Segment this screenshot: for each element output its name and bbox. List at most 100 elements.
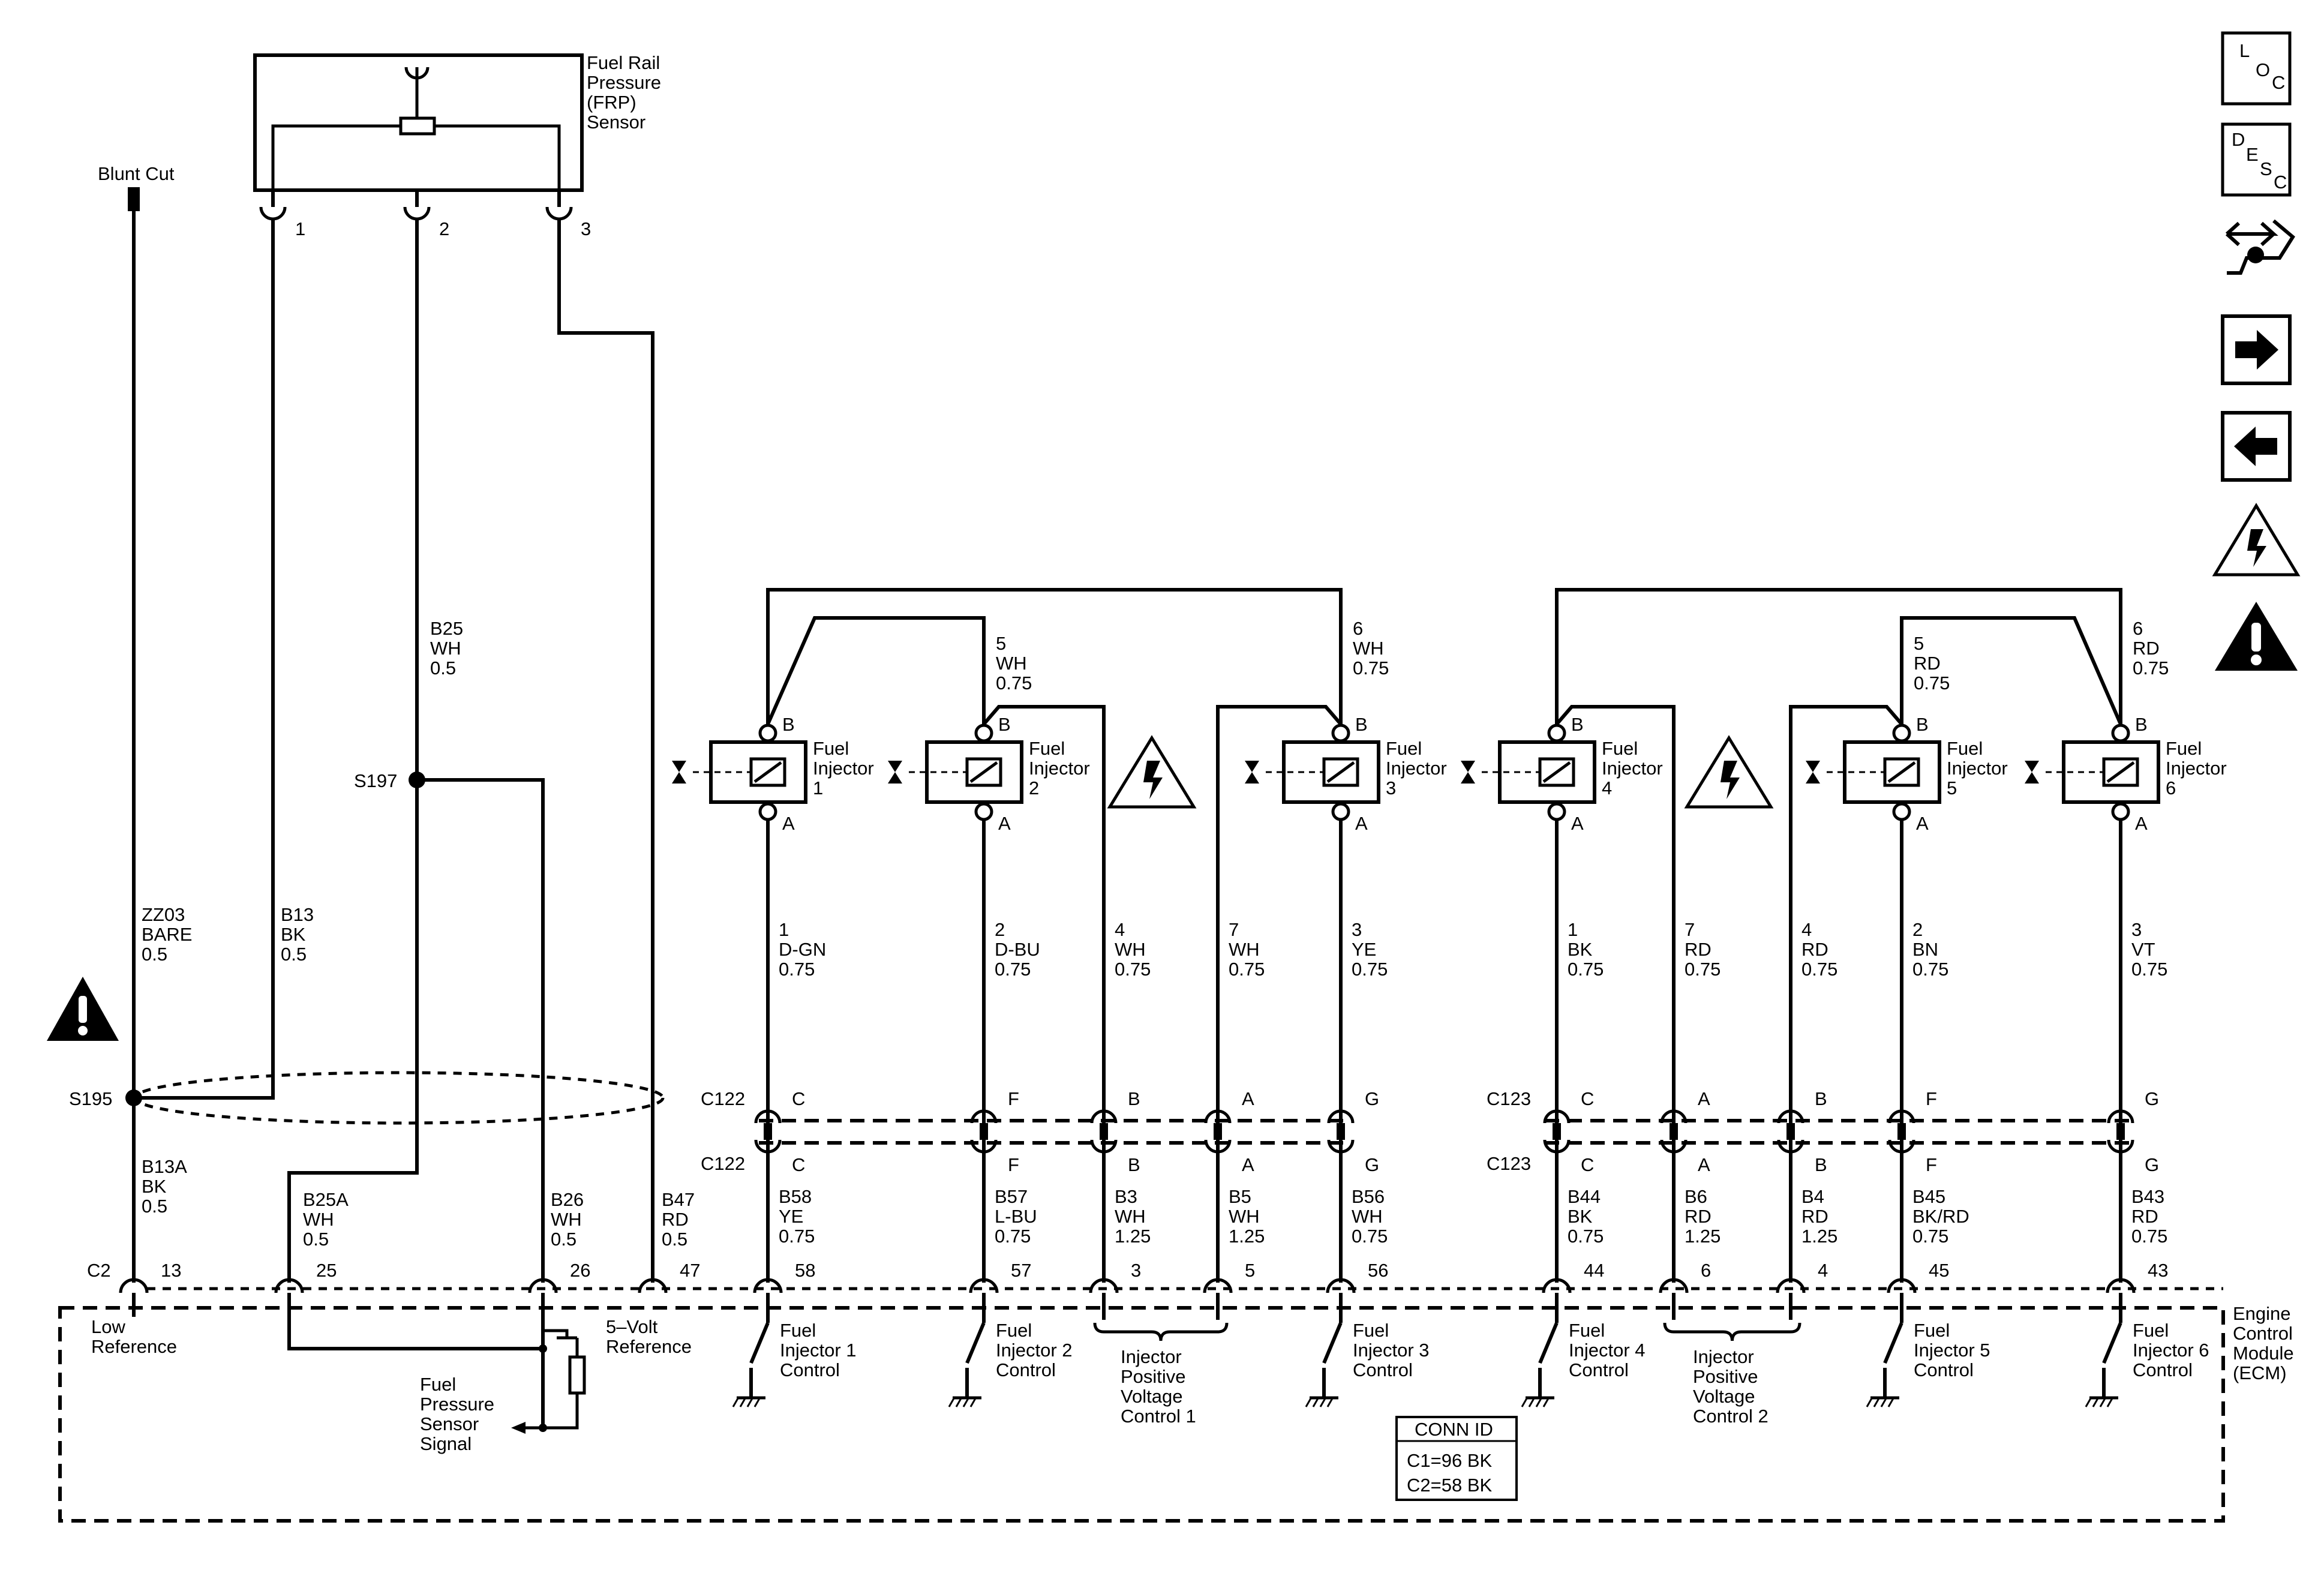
wire-label-line: RD bbox=[1914, 653, 1941, 674]
pin-a-label: A bbox=[1355, 813, 1368, 834]
ecm-pin-number: 4 bbox=[1818, 1260, 1828, 1281]
previous-arrow-icon[interactable] bbox=[2221, 411, 2292, 482]
wire-label-line: YE bbox=[1352, 939, 1376, 960]
svg-text:0.5: 0.5 bbox=[662, 1229, 687, 1250]
pin-b-label: B bbox=[2135, 714, 2148, 735]
frp-sensor-label-2: Pressure bbox=[587, 72, 661, 93]
pin-b-label: B bbox=[782, 714, 795, 735]
wire-label-b26: B26 WH 0.5 bbox=[551, 1189, 584, 1250]
wire-label-line: YE bbox=[779, 1206, 803, 1227]
connector-repair-icon[interactable] bbox=[2225, 219, 2295, 275]
wire-label-line: RD bbox=[1801, 1206, 1828, 1227]
wire-label-b13: B13 BK 0.5 bbox=[281, 904, 314, 965]
ipvc-label: Voltage bbox=[1121, 1386, 1182, 1407]
ecm-pin: 6 bbox=[1659, 1260, 1711, 1308]
conn-id-row-2: C2=58 BK bbox=[1407, 1475, 1493, 1496]
frp-pin-1: 1 bbox=[295, 218, 305, 239]
c122-lower-label: C122 bbox=[701, 1153, 745, 1174]
c123-lower-label: C123 bbox=[1487, 1153, 1531, 1174]
wire-label-line: 6 bbox=[2133, 618, 2143, 639]
wire-label-b25: B25 WH 0.5 bbox=[430, 618, 463, 679]
injector-label: Fuel bbox=[813, 738, 849, 759]
injector-label: Fuel bbox=[1029, 738, 1065, 759]
connector-pin: FF bbox=[1888, 1088, 1937, 1175]
wire-label-line: 1.25 bbox=[1801, 1226, 1837, 1247]
wire-label-line: BK bbox=[1568, 939, 1593, 960]
svg-text:0.5: 0.5 bbox=[551, 1229, 577, 1250]
injector-label: Fuel bbox=[1947, 738, 1983, 759]
ecm-boundary bbox=[58, 1306, 2225, 1523]
wire-label-line: BN bbox=[1912, 939, 1938, 960]
wire-label-line: WH bbox=[1229, 1206, 1260, 1227]
wire-label-line: 0.75 bbox=[1568, 1226, 1604, 1247]
wire-label-line: BK/RD bbox=[1912, 1206, 1969, 1227]
caution-icon[interactable] bbox=[2215, 602, 2298, 671]
wire-label-b25a: B25A WH 0.5 bbox=[303, 1189, 349, 1250]
connector-pin-letter-upper: F bbox=[1926, 1088, 1937, 1109]
ipvc-label: Injector bbox=[1121, 1346, 1182, 1367]
pin-a-label: A bbox=[1571, 813, 1584, 834]
wire-label-line: D-GN bbox=[779, 939, 826, 960]
wire-label-line: 1.25 bbox=[1115, 1226, 1151, 1247]
injector-label: Fuel bbox=[1386, 738, 1422, 759]
high-voltage-warning-icon[interactable] bbox=[2212, 503, 2301, 577]
pin-a-label: A bbox=[1916, 813, 1929, 834]
wire-label-line: BK bbox=[1568, 1206, 1593, 1227]
svg-text:B13: B13 bbox=[281, 904, 314, 925]
wire-label-line: 2 bbox=[1912, 919, 1923, 940]
pin-a-label: A bbox=[782, 813, 795, 834]
svg-text:5–Volt: 5–Volt bbox=[606, 1316, 658, 1337]
svg-text:B47: B47 bbox=[662, 1189, 695, 1210]
connector-pin-letter-lower: A bbox=[1242, 1154, 1254, 1175]
ecm-pin: 25 bbox=[274, 1260, 337, 1308]
wire-label-line: 0.75 bbox=[2131, 1226, 2167, 1247]
svg-text:B25: B25 bbox=[430, 618, 463, 639]
next-arrow-icon[interactable] bbox=[2221, 314, 2292, 385]
loc-icon[interactable]: L O C bbox=[2221, 31, 2292, 106]
connector-pin: GG bbox=[2107, 1088, 2159, 1175]
wire-label-line: 1.25 bbox=[1229, 1226, 1265, 1247]
five-volt-reference-label: 5–Volt Reference bbox=[606, 1316, 692, 1357]
pin-a-label: A bbox=[2135, 813, 2148, 834]
wire-label-line: 0.75 bbox=[779, 959, 815, 980]
fuel-pressure-sensor-signal-label: Fuel Pressure Sensor Signal bbox=[420, 1374, 494, 1454]
ecm-pin-number: 25 bbox=[316, 1260, 337, 1281]
wire-label-line: 0.75 bbox=[1353, 658, 1389, 679]
wire-label-line: 1 bbox=[1568, 919, 1578, 940]
control-label: Injector 2 bbox=[996, 1340, 1073, 1361]
ipvc-label: Control 1 bbox=[1121, 1406, 1196, 1427]
wire-label-line: 4 bbox=[1801, 919, 1812, 940]
svg-text:E: E bbox=[2246, 144, 2259, 165]
connector-pin-letter-lower: F bbox=[1008, 1154, 1019, 1175]
desc-icon[interactable]: D E S C bbox=[2221, 122, 2292, 197]
high-voltage-warning-icon bbox=[1684, 735, 1774, 809]
ecm-pin: 13 bbox=[119, 1260, 181, 1308]
wire-label-line: B45 bbox=[1912, 1186, 1945, 1207]
pin-b-label: B bbox=[1916, 714, 1929, 735]
ecm-pin-number: 56 bbox=[1368, 1260, 1388, 1281]
svg-text:BK: BK bbox=[142, 1176, 167, 1197]
injector-label: 6 bbox=[2166, 778, 2176, 798]
ecm-pin-number: 5 bbox=[1245, 1260, 1255, 1281]
s197-label: S197 bbox=[354, 770, 397, 791]
svg-text:B13A: B13A bbox=[142, 1156, 187, 1177]
side-navigation: L O C D E S C bbox=[2212, 31, 2301, 671]
control-label: Injector 3 bbox=[1353, 1340, 1430, 1361]
shield-drain bbox=[133, 1071, 665, 1125]
injector-label: 1 bbox=[813, 778, 823, 798]
frp-sensor: Fuel Rail Pressure (FRP) Sensor 1 2 3 bbox=[253, 52, 661, 239]
connector-pin-letter-lower: G bbox=[1365, 1154, 1379, 1175]
ecm-pin: 26 bbox=[528, 1260, 590, 1308]
wire-label-line: 3 bbox=[2131, 919, 2142, 940]
ecm-pin: 43 bbox=[2106, 1260, 2168, 1308]
